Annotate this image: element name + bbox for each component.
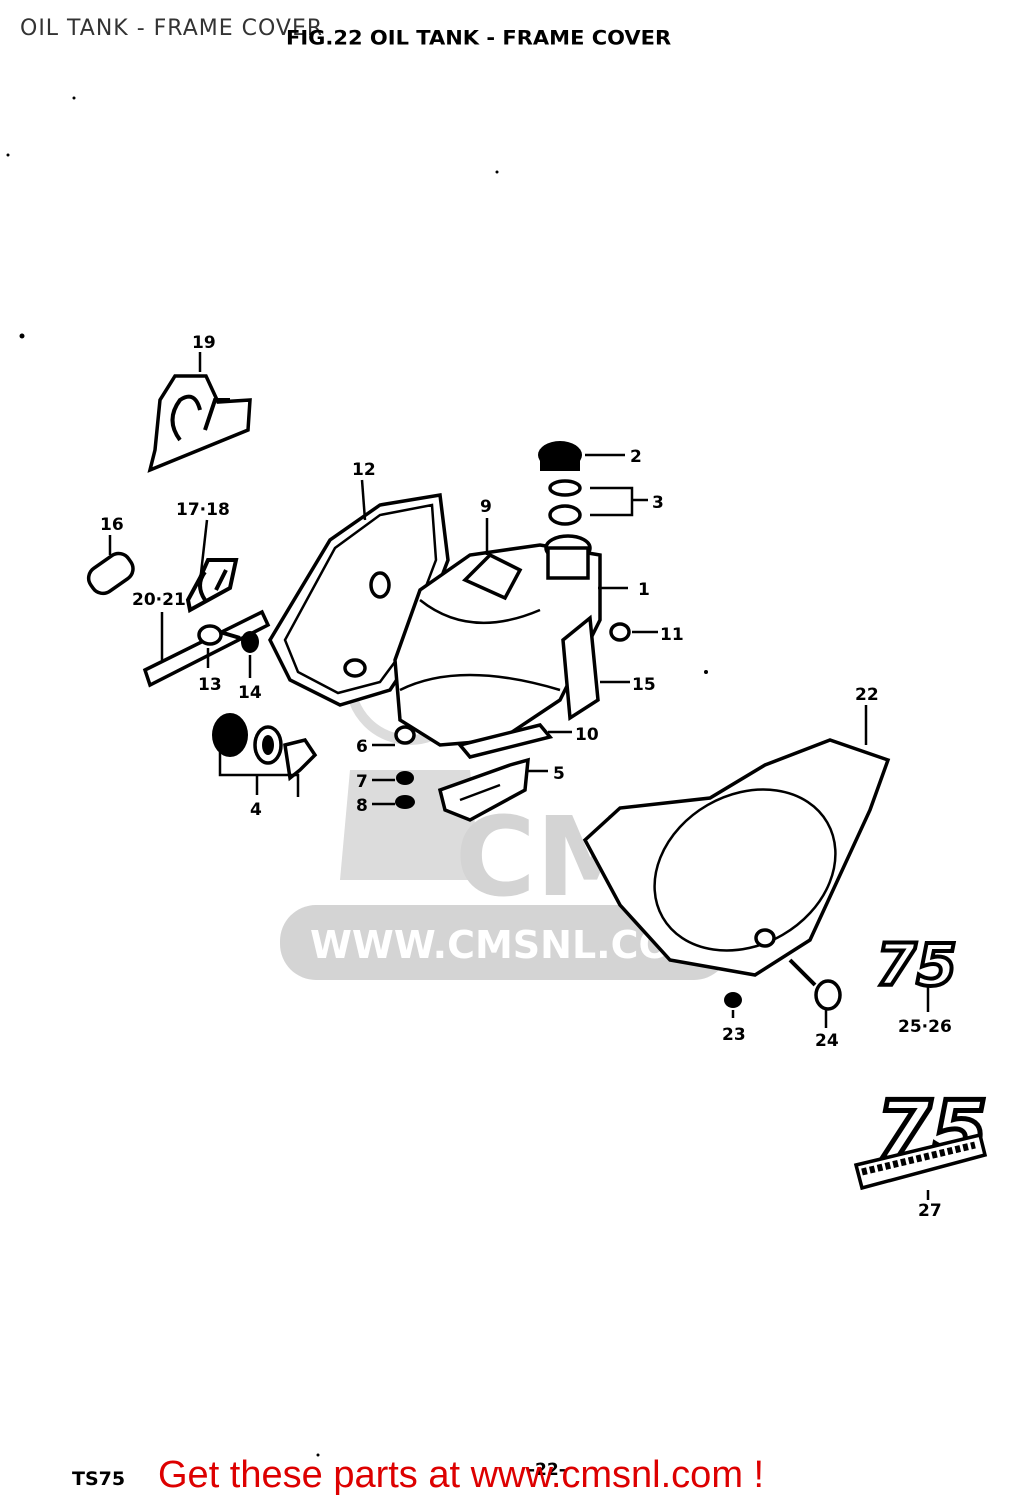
callout-14: 14 [238, 683, 262, 703]
callout-17-18: 17·18 [176, 500, 230, 520]
part-22-right-frame-cover [582, 738, 891, 977]
page-title: OIL TANK - FRAME COVER [20, 16, 324, 41]
footer-page-number: -22- [528, 1460, 566, 1480]
part-5-bracket [437, 757, 530, 822]
part-3-gaskets [548, 479, 582, 526]
part-1-oil-tank [393, 534, 602, 747]
scan-specks [6, 96, 708, 1457]
callout-16: 16 [100, 515, 124, 535]
part-23-nut [724, 992, 742, 1008]
figure-caption: FIG.22 OIL TANK - FRAME COVER [286, 26, 672, 50]
callout-25-26: 25·26 [898, 1017, 952, 1037]
callout-5: 5 [553, 764, 565, 784]
callout-4: 4 [250, 800, 262, 820]
part-25-26-emblem: 75 [874, 929, 959, 1001]
watermark-url-pill [280, 905, 730, 980]
callout-24: 24 [815, 1031, 839, 1051]
part-19-emblem [147, 374, 252, 473]
part-6-bolt [394, 725, 416, 745]
callout-10: 10 [575, 725, 599, 745]
callout-13: 13 [198, 675, 222, 695]
callout-20-21: 20·21 [132, 590, 186, 610]
callout-6: 6 [356, 737, 368, 757]
callout-15: 15 [632, 675, 656, 695]
callout-27: 27 [918, 1201, 942, 1221]
part-17-18-emblem [185, 558, 239, 614]
part-14-nut [241, 631, 259, 653]
part-27-badge: 75 [853, 1082, 990, 1191]
callout-12: 12 [352, 460, 376, 480]
part-24-screw [788, 958, 842, 1011]
part-9-breather-cap [461, 552, 523, 601]
part-8-washer [395, 795, 415, 809]
emblem-model-number: 75 [876, 931, 957, 999]
callout-7: 7 [356, 772, 368, 792]
part-4-cap-assembly [212, 713, 318, 782]
callout-22: 22 [855, 685, 879, 705]
part-7-washer [396, 771, 414, 785]
part-13-bolt [197, 624, 241, 646]
part-10-strap [456, 723, 554, 759]
leader-lines [108, 352, 930, 1200]
part-15-cushion [561, 614, 600, 722]
callout-23: 23 [722, 1025, 746, 1045]
callout-19: 19 [192, 333, 216, 353]
part-11-nut [609, 622, 631, 642]
part-2-filler-cap [538, 441, 582, 471]
footer-model-code: TS75 [72, 1468, 126, 1490]
callout-labels: 1 2 3 4 5 6 7 8 9 10 11 12 13 14 15 16 1… [100, 333, 952, 1221]
callout-9: 9 [480, 497, 492, 517]
part-16-badge [86, 551, 135, 596]
callout-11: 11 [660, 625, 684, 645]
callout-1: 1 [638, 580, 650, 600]
callout-3: 3 [652, 493, 664, 513]
callout-8: 8 [356, 796, 368, 816]
footer-cta-link[interactable]: Get these parts at www.cmsnl.com ! [158, 1454, 765, 1496]
callout-2: 2 [630, 447, 642, 467]
